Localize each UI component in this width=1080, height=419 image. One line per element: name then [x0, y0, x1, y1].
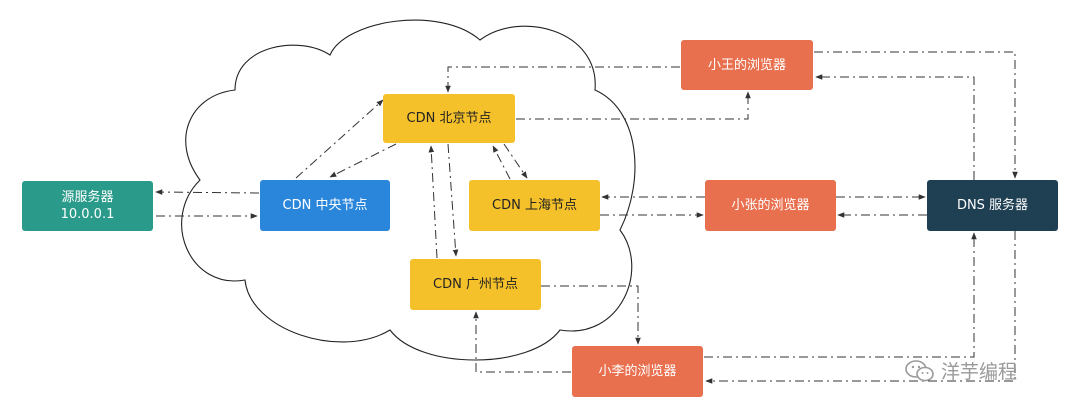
cdn-beijing-label: CDN 北京节点: [406, 111, 492, 126]
cdn-beijing-node: CDN 北京节点: [383, 94, 515, 143]
browser-wang-node: 小王的浏览器: [681, 40, 813, 90]
cdn-shanghai-node: CDN 上海节点: [469, 180, 600, 231]
cdn-shanghai-label: CDN 上海节点: [492, 198, 577, 213]
edge-central-to-source: [155, 189, 260, 195]
dns-server-node: DNS 服务器: [927, 180, 1058, 231]
source-server-name: 源服务器: [61, 190, 114, 205]
edge-beijing-to-wang: [516, 91, 751, 120]
browser-zhang-label: 小张的浏览器: [731, 198, 810, 213]
browser-wang-label: 小王的浏览器: [707, 57, 786, 73]
edge-li-to-dns: [704, 232, 977, 358]
watermark-text: 洋芋编程: [941, 361, 1018, 383]
watermark: 洋芋编程: [905, 357, 1017, 384]
cdn-central-label: CDN 中央节点: [282, 198, 368, 213]
cdn-guangzhou-label: CDN 广州节点: [433, 277, 518, 292]
edge-shanghai-to-beijing: [492, 145, 511, 180]
cdn-guangzhou-node: CDN 广州节点: [410, 259, 541, 310]
cdn-central-node: CDN 中央节点: [260, 180, 390, 231]
edge-central-to-beijing: [295, 99, 384, 179]
source-server-node: 源服务器 10.0.0.1: [22, 181, 153, 231]
edge-beijing-to-central: [329, 143, 397, 178]
browser-li-node: 小李的浏览器: [572, 346, 703, 397]
edge-guangzhou-to-li: [541, 285, 641, 345]
source-server-ip: 10.0.0.1: [60, 207, 115, 222]
edge-wang-to-dns: [814, 51, 1018, 179]
dns-server-label: DNS 服务器: [956, 198, 1029, 213]
wechat-icon: [905, 359, 934, 381]
edge-dns-to-li: [705, 231, 1016, 384]
edge-dns-to-wang: [815, 74, 975, 180]
edge-beijing-to-shanghai: [503, 143, 528, 179]
edge-li-to-guangzhou: [473, 311, 571, 373]
browser-li-label: 小李的浏览器: [598, 364, 677, 379]
browser-zhang-node: 小张的浏览器: [705, 180, 836, 231]
edge-wang-to-beijing: [445, 66, 680, 93]
